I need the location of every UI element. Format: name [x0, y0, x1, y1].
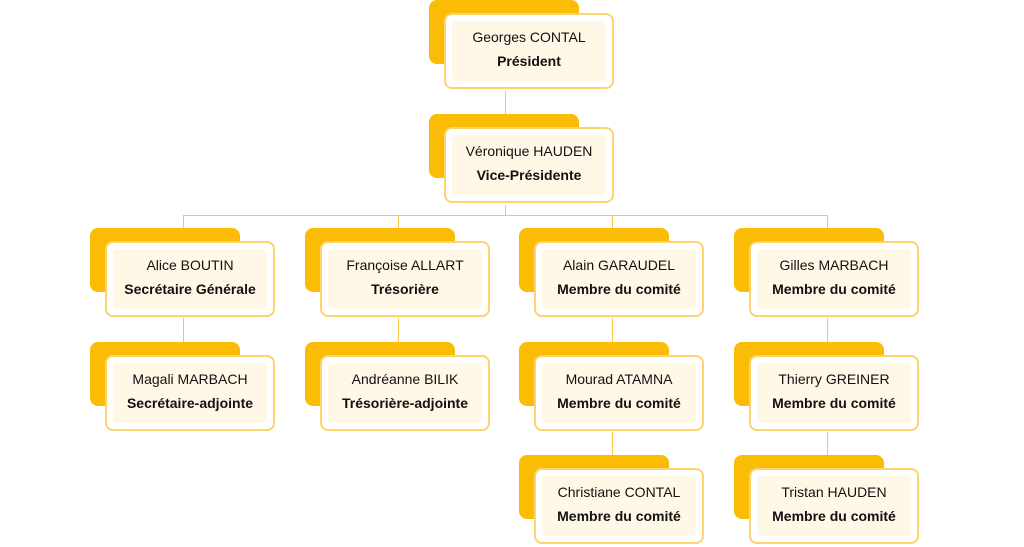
- node-name: Gilles MARBACH: [779, 257, 889, 273]
- connector-horizontal-bus: [183, 215, 828, 216]
- org-node-committee-greiner: Thierry GREINER Membre du comité: [734, 342, 921, 431]
- org-node-treasurer-assistant: Andréanne BILIK Trésorière-adjointe: [305, 342, 492, 431]
- node-role: Membre du comité: [557, 281, 681, 297]
- node-name: Françoise ALLART: [346, 257, 464, 273]
- node-card: Andréanne BILIK Trésorière-adjointe: [320, 355, 490, 431]
- node-card-fill: [542, 363, 696, 423]
- org-node-secretary-assistant: Magali MARBACH Secrétaire-adjointe: [90, 342, 277, 431]
- node-card-fill: [328, 249, 482, 309]
- node-name: Véronique HAUDEN: [465, 143, 593, 159]
- org-node-committee-garaudel: Alain GARAUDEL Membre du comité: [519, 228, 706, 317]
- node-role: Secrétaire-adjointe: [126, 395, 254, 411]
- node-card: Gilles MARBACH Membre du comité: [749, 241, 919, 317]
- org-node-treasurer: Françoise ALLART Trésorière: [305, 228, 492, 317]
- node-name: Andréanne BILIK: [351, 371, 459, 387]
- org-node-president: Georges CONTAL Président: [429, 0, 616, 89]
- node-card-fill: [757, 363, 911, 423]
- node-role: Secrétaire Générale: [124, 281, 256, 297]
- node-card-fill: [542, 249, 696, 309]
- node-role: Membre du comité: [772, 281, 896, 297]
- node-card-fill: [452, 135, 606, 195]
- node-card: Tristan HAUDEN Membre du comité: [749, 468, 919, 544]
- node-role: Membre du comité: [557, 508, 681, 524]
- node-role: Vice-Présidente: [476, 167, 582, 183]
- node-card-fill: [113, 363, 267, 423]
- connector-treasurer-assistant: [398, 318, 399, 355]
- node-role: Président: [497, 53, 561, 69]
- node-card: Thierry GREINER Membre du comité: [749, 355, 919, 431]
- node-card-fill: [757, 476, 911, 536]
- connector-garaudel-atamna: [612, 318, 613, 355]
- org-node-committee-tristan-hauden: Tristan HAUDEN Membre du comité: [734, 455, 921, 544]
- node-name: Magali MARBACH: [132, 371, 248, 387]
- node-card: Georges CONTAL Président: [444, 13, 614, 89]
- org-node-vice-president: Véronique HAUDEN Vice-Présidente: [429, 114, 616, 203]
- node-card-fill: [328, 363, 482, 423]
- node-card: Mourad ATAMNA Membre du comité: [534, 355, 704, 431]
- node-name: Christiane CONTAL: [557, 484, 681, 500]
- node-name: Georges CONTAL: [472, 29, 586, 45]
- connector-secretary-general-assistant: [183, 318, 184, 355]
- node-name: Mourad ATAMNA: [565, 371, 673, 387]
- org-node-committee-contal: Christiane CONTAL Membre du comité: [519, 455, 706, 544]
- node-name: Alain GARAUDEL: [562, 257, 676, 273]
- node-name: Thierry GREINER: [778, 371, 890, 387]
- node-role: Trésorière: [371, 281, 439, 297]
- connector-atamna-contal: [612, 432, 613, 469]
- node-card: Alain GARAUDEL Membre du comité: [534, 241, 704, 317]
- node-role: Membre du comité: [557, 395, 681, 411]
- node-card: Christiane CONTAL Membre du comité: [534, 468, 704, 544]
- connector-greiner-tristan-hauden: [827, 432, 828, 469]
- connector-president-vice-president: [505, 91, 506, 127]
- connector-gilles-marbach-greiner: [827, 318, 828, 355]
- org-node-secretary-general: Alice BOUTIN Secrétaire Générale: [90, 228, 277, 317]
- node-card-fill: [452, 21, 606, 81]
- node-card-fill: [757, 249, 911, 309]
- node-role: Membre du comité: [772, 508, 896, 524]
- node-card: Alice BOUTIN Secrétaire Générale: [105, 241, 275, 317]
- org-node-committee-gilles-marbach: Gilles MARBACH Membre du comité: [734, 228, 921, 317]
- node-card: Françoise ALLART Trésorière: [320, 241, 490, 317]
- node-card: Véronique HAUDEN Vice-Présidente: [444, 127, 614, 203]
- node-card-fill: [542, 476, 696, 536]
- node-name: Tristan HAUDEN: [781, 484, 887, 500]
- connector-vice-president-bus: [505, 205, 506, 216]
- node-role: Membre du comité: [772, 395, 896, 411]
- node-card-fill: [113, 249, 267, 309]
- node-name: Alice BOUTIN: [146, 257, 234, 273]
- node-role: Trésorière-adjointe: [341, 395, 469, 411]
- org-node-committee-atamna: Mourad ATAMNA Membre du comité: [519, 342, 706, 431]
- node-card: Magali MARBACH Secrétaire-adjointe: [105, 355, 275, 431]
